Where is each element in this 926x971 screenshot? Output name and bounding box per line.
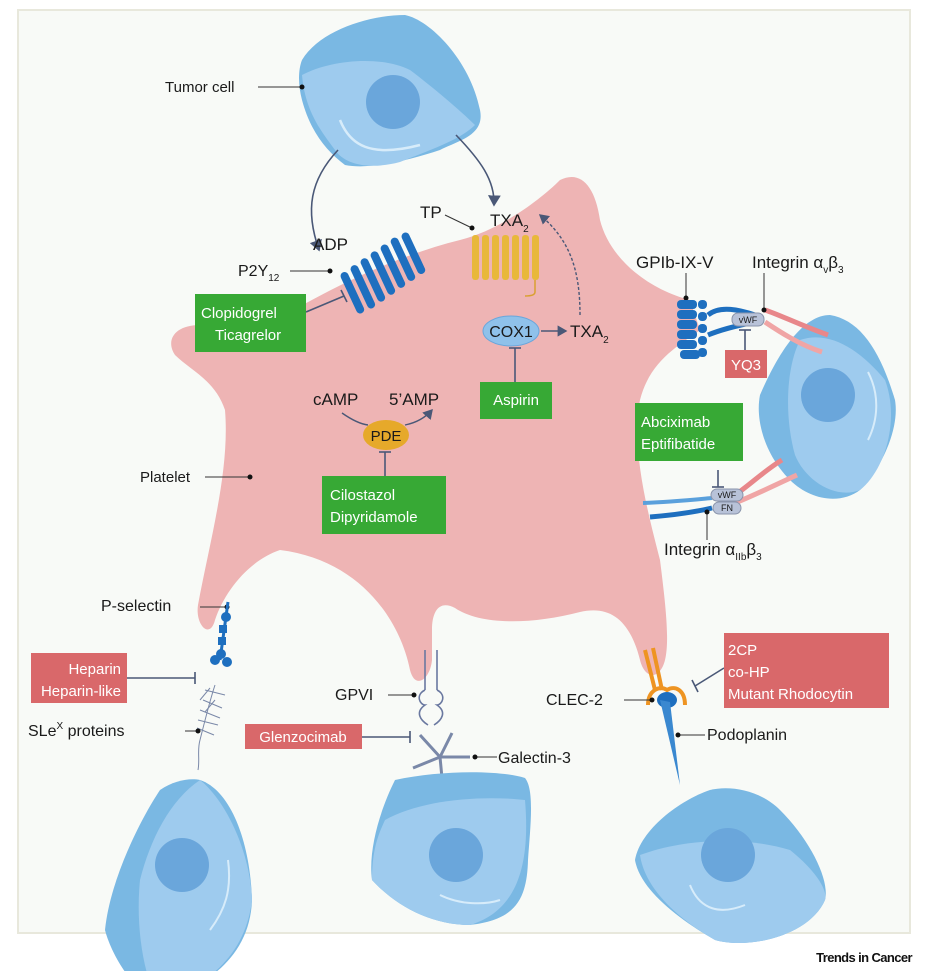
podoplanin <box>657 692 680 785</box>
nucleus <box>155 838 209 892</box>
txa2-release-arrow <box>455 134 501 207</box>
platelet-label: Platelet <box>140 469 191 486</box>
txa2-inner-label: TXA2 <box>570 322 609 346</box>
drug-box-clec2 <box>724 633 889 708</box>
tp-leader <box>444 214 473 229</box>
clec2-label: CLEC-2 <box>546 692 603 709</box>
drug-cilostazol: Cilostazol <box>330 487 395 504</box>
podoplanin-label: Podoplanin <box>707 727 787 744</box>
drug-mutant-rhodocytin: Mutant Rhodocytin <box>728 686 853 703</box>
platelet-body <box>171 176 700 681</box>
inhibition-bar <box>340 289 348 303</box>
drug-heparin-like: Heparin-like <box>41 683 121 700</box>
pde-label: PDE <box>371 428 402 445</box>
camp-label: cAMP <box>313 390 358 409</box>
adp-label: ADP <box>313 235 348 254</box>
cox1-enzyme <box>482 315 540 347</box>
drug-abciximab: Abciximab <box>641 414 710 431</box>
vwf-ligand <box>731 312 765 327</box>
5amp-label: 5’AMP <box>389 390 439 409</box>
leader-dot <box>649 697 655 703</box>
leader-dot <box>299 84 305 90</box>
nucleus <box>429 828 483 882</box>
drug-box-gpvi <box>245 724 362 749</box>
drug-2cp: 2CP <box>728 642 757 659</box>
leader-dot <box>675 732 681 738</box>
tp-receptor <box>472 235 539 297</box>
camp-arrow-in <box>341 412 369 426</box>
tumor-cell-bottom-right <box>635 788 826 944</box>
leader-dot <box>683 295 689 301</box>
fn-ligand <box>712 501 742 515</box>
leader-dot <box>761 307 767 313</box>
drug-co-hp: co-HP <box>728 664 770 681</box>
txa2-top-label: TXA2 <box>490 211 529 235</box>
drug-dipyridamole: Dipyridamole <box>330 509 418 526</box>
leader-dot <box>472 754 478 760</box>
vwf-label: vWF <box>739 315 758 325</box>
leader-dot <box>247 474 253 480</box>
drug-box-yq3 <box>725 350 767 378</box>
drug-box-pde <box>322 476 446 534</box>
p2y12-inhibition-line <box>305 295 345 313</box>
p-selectin-label: P-selectin <box>101 598 171 615</box>
inhibition-bar <box>691 679 699 693</box>
drug-box-aspirin <box>480 382 552 419</box>
cox1-label: COX1 <box>489 324 533 341</box>
slex-proteins <box>196 684 226 771</box>
tp-label: TP <box>420 203 442 222</box>
drug-clopidogrel: Clopidogrel <box>201 305 277 322</box>
galectin-3-label: Galectin-3 <box>498 750 571 767</box>
vwf2-label: vWF <box>718 490 737 500</box>
leader-dot <box>411 692 417 698</box>
leader-dot <box>327 268 333 274</box>
galectin-3 <box>412 732 470 779</box>
drug-box-p2y12 <box>195 294 306 352</box>
integrin-avb3-label: Integrin αvβ3 <box>752 253 844 276</box>
drug-yq3: YQ3 <box>731 357 761 374</box>
drug-box-integrin <box>635 403 743 461</box>
drug-heparin: Heparin <box>68 661 121 678</box>
camp-arrow-out <box>404 408 433 426</box>
p2y12-receptor <box>340 232 426 314</box>
drug-glenzocimab: Glenzocimab <box>259 729 347 746</box>
integrin-aiibb3 <box>642 457 799 520</box>
tumor-cell-bottom-left <box>105 779 252 971</box>
nucleus <box>366 75 420 129</box>
drug-aspirin: Aspirin <box>493 392 539 409</box>
fn-label: FN <box>721 503 733 513</box>
drug-box-selectin <box>31 653 127 703</box>
leader-dot <box>469 225 475 231</box>
tumor-cell-top <box>299 15 481 167</box>
slex-label: SLeX proteins <box>28 721 125 740</box>
nucleus <box>801 368 855 422</box>
drug-ticagrelor: Ticagrelor <box>215 327 281 344</box>
gpvi-receptor <box>418 650 444 726</box>
journal-credit: Trends in Cancer <box>816 950 912 965</box>
vwf-ligand-2 <box>710 488 744 502</box>
gpib-receptor <box>677 300 756 359</box>
integrin-aiibb3-label: Integrin αIIbβ3 <box>664 540 762 563</box>
nucleus <box>701 828 755 882</box>
gpvi-label: GPVI <box>335 687 373 704</box>
p2y12-label: P2Y12 <box>238 263 280 284</box>
leader-dot <box>704 509 710 515</box>
gpib-label: GPIb-IX-V <box>636 253 714 272</box>
integrin-avb3 <box>763 307 829 355</box>
clec2-inhibition-line <box>694 667 725 687</box>
p-selectin-receptor <box>210 601 232 667</box>
drug-eptifibatide: Eptifibatide <box>641 436 715 453</box>
tumor-cell-label: Tumor cell <box>165 79 234 96</box>
tumor-cell-bottom-middle <box>371 772 532 925</box>
leader-dot <box>195 728 201 734</box>
pde-enzyme <box>363 420 409 450</box>
clec2-receptor <box>643 647 687 706</box>
tumor-cell-right <box>758 315 896 499</box>
adp-release-arrow <box>309 149 339 252</box>
